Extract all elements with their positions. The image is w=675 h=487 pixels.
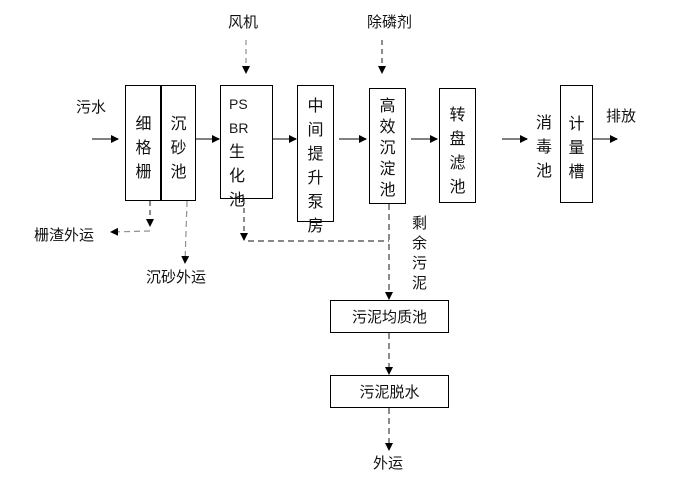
grit-out-label: 沉砂外运: [146, 268, 207, 286]
sludge-dewatering-label: 污泥脱水: [359, 383, 420, 401]
psbr-tank-label: PS BR 生 化 池: [229, 96, 249, 209]
psbr-tank-box[interactable]: PS BR 生 化 池: [220, 85, 273, 209]
raw-water-label: 污水: [76, 98, 107, 116]
fine-screen-box[interactable]: 细 格 栅: [125, 85, 162, 201]
screenings-out-label: 栅渣外运: [34, 226, 95, 244]
final-out-label: 外运: [373, 454, 404, 472]
disc-filter-box[interactable]: 转 盘 滤 池: [439, 88, 476, 203]
phosphorus-agent-label: 除磷剂: [367, 13, 413, 31]
blower-label: 风机: [228, 13, 259, 31]
discharge-label: 排放: [606, 107, 637, 125]
grit-chamber-box[interactable]: 沉 砂 池: [160, 85, 196, 201]
lift-pump-house-box[interactable]: 中 间 提 升 泵 房: [297, 85, 334, 235]
high-efficiency-clarifier-label: 高 效 沉 淀 池: [379, 96, 396, 199]
grit-chamber-label: 沉 砂 池: [170, 114, 187, 181]
excess-sludge-char: 余: [412, 234, 428, 252]
sludge-dewatering-box[interactable]: 污泥脱水: [330, 375, 449, 408]
excess-sludge-char: 污: [412, 254, 428, 272]
disinfection-tank-label: 消 毒 池: [535, 113, 552, 180]
sludge-homogenization-box[interactable]: 污泥均质池: [330, 300, 449, 333]
excess-sludge-char: 泥: [412, 274, 428, 292]
sludge-homogenization-label: 污泥均质池: [351, 308, 427, 326]
excess-sludge-label: 剩 余 污 泥: [412, 213, 427, 293]
lift-pump-house-label: 中 间 提 升 泵 房: [307, 96, 324, 235]
disinfection-tank-box[interactable]: 消 毒 池: [527, 85, 561, 203]
metering-tank-label: 计 量 槽: [568, 114, 585, 181]
excess-sludge-char: 剩: [412, 214, 428, 232]
fine-screen-label: 细 格 栅: [135, 114, 152, 181]
high-efficiency-clarifier-box[interactable]: 高 效 沉 淀 池: [369, 88, 406, 204]
arrow-grit-out: [181, 200, 190, 264]
metering-tank-box[interactable]: 计 量 槽: [560, 85, 593, 203]
disc-filter-label: 转 盘 滤 池: [449, 105, 466, 196]
arrow-screenings-out: [110, 227, 151, 236]
